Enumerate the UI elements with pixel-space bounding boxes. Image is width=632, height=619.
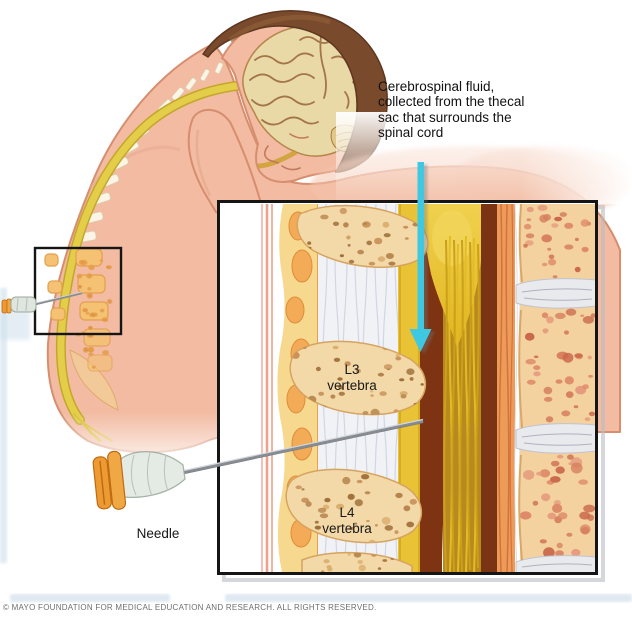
posterior-ligament-band [497, 204, 515, 572]
l4-vertebra-label-line2: vertebra [322, 521, 372, 536]
cauda-equina-fibers [443, 235, 480, 572]
vertebral-bodies [515, 204, 595, 572]
face-features [263, 133, 309, 171]
thecal-sac-right-wall [481, 204, 500, 572]
needle-label: Needle [137, 526, 180, 541]
small-needle [1, 291, 83, 314]
footer-band [10, 594, 632, 602]
csf-arrow [409, 162, 435, 355]
zoom-source-rectangle [33, 246, 123, 336]
csf-annotation-line: collected from the thecal [378, 94, 525, 110]
arrow-head-icon [409, 329, 432, 352]
inset-contents [261, 204, 595, 572]
csf-annotation-line: Cerebrospinal fluid, [378, 79, 495, 94]
lumbar-needle [92, 418, 424, 510]
background-washes [0, 288, 30, 563]
csf-annotation: Cerebrospinal fluid, collected from the … [378, 79, 563, 140]
arrow-shaft [417, 162, 424, 329]
inset-panel [217, 200, 605, 582]
csf-annotation-line: sac that surrounds the [378, 109, 512, 125]
copyright-text: © MAYO FOUNDATION FOR MEDICAL EDUCATION … [3, 603, 377, 612]
skin-layer-lines [261, 204, 273, 572]
l3-vertebra-label-line1: L3 [344, 362, 359, 377]
l4-vertebra-label-line1: L4 [339, 505, 355, 520]
inset-border [217, 200, 598, 575]
csf-annotation-line: spinal cord [378, 124, 444, 140]
lumbar-vertebrae [44, 248, 113, 372]
l3-vertebra-label-line2: vertebra [327, 378, 377, 393]
